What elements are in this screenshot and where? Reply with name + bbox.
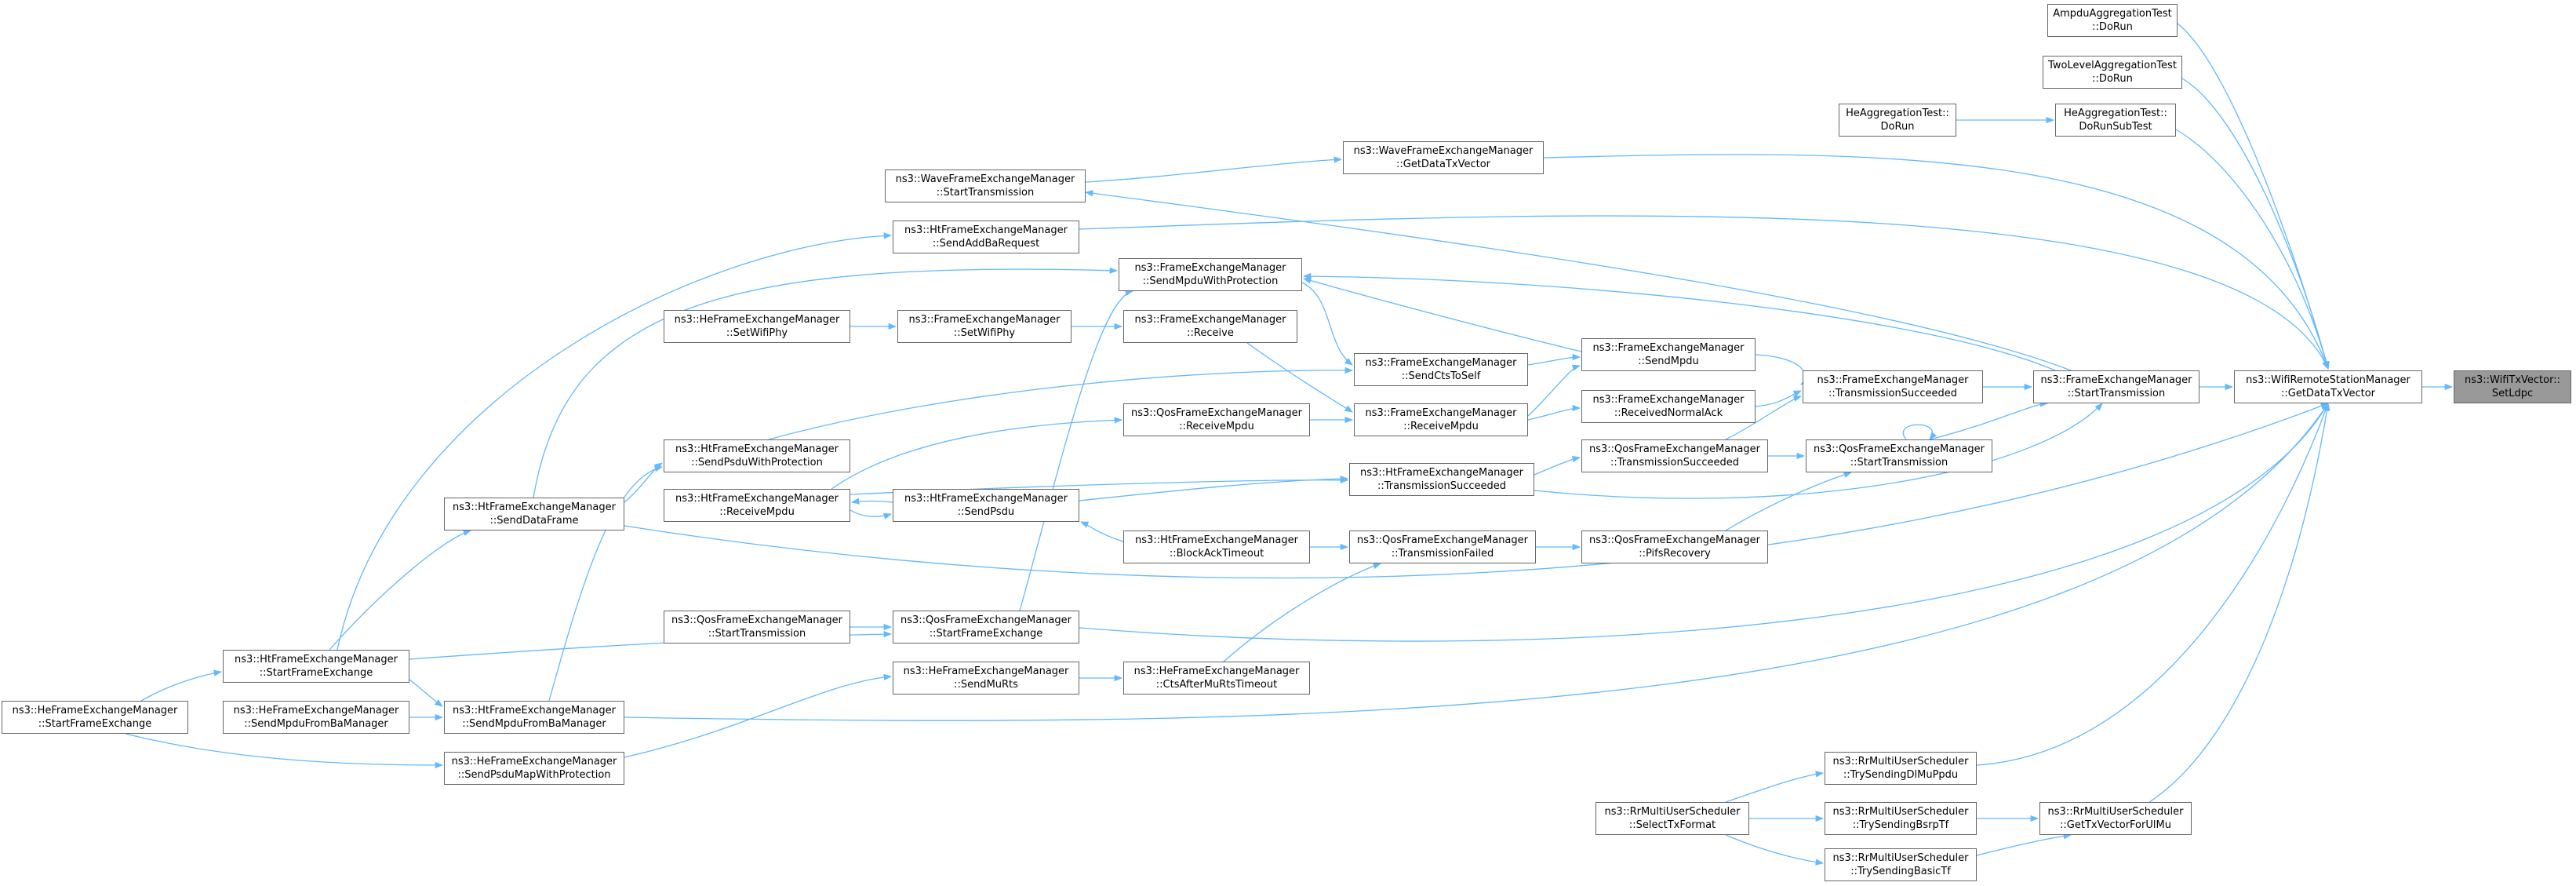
node-he-fem-send-mpdu-from-ba-manager[interactable]: ns3::HeFrameExchangeManager::SendMpduFro… [223, 701, 409, 734]
edge-qos_starttx-to-qos_starttx [1903, 424, 1937, 440]
node-rr-mus-try-sending-bsrp-tf[interactable]: ns3::RrMultiUserScheduler::TrySendingBsr… [1825, 802, 1977, 835]
edge-ht_blockack-to-ht_sendpsdu [1080, 521, 1124, 542]
node-fem-receive[interactable]: ns3::FrameExchangeManager::Receive [1123, 310, 1297, 343]
node-he-fem-send-mu-rts[interactable]: ns3::HeFrameExchangeManager::SendMuRts [893, 662, 1079, 695]
edge-ht_sendmpduba-to-ht_sendpsduprot [548, 465, 664, 702]
node-ht-fem-send-psdu[interactable]: ns3::HtFrameExchangeManager::SendPsdu [893, 489, 1079, 522]
edge-rr_selecttx-to-rr_dlmu [1725, 771, 1825, 803]
edge-ht_senddata-to-ht_sendpsduprot [624, 462, 663, 503]
edge-he_startfe-to-ht_startfe [140, 669, 223, 702]
edge-he_startfe-to-he_sendpsdumap [125, 733, 444, 769]
edge-fem_starttx-to-wave_start [1084, 190, 2072, 371]
edge-ht_txsucc-to-fem_starttx [1534, 403, 2103, 499]
node-he-fem-set-wifi-phy[interactable]: ns3::HeFrameExchangeManager::SetWifiPhy [664, 310, 850, 343]
edge-ht_sendmpduba-to-wrsm_getdata [624, 403, 2329, 721]
edge-wave_getdata-to-wrsm_getdata [1543, 154, 2329, 370]
node-rr-mus-try-sending-basic-tf[interactable]: ns3::RrMultiUserScheduler::TrySendingBas… [1825, 848, 1977, 881]
edge-ht_receivempdu-to-qos_receivempdu [831, 417, 1123, 490]
node-fem-send-mpdu-with-protection[interactable]: ns3::FrameExchangeManager::SendMpduWithP… [1119, 258, 1302, 291]
node-fem-send-cts-to-self[interactable]: ns3::FrameExchangeManager::SendCtsToSelf [1354, 353, 1528, 386]
edge-fem_sendmpduprot-to-fem_sendcts [1301, 282, 1353, 366]
node-rr-mus-select-tx-format[interactable]: ns3::RrMultiUserScheduler::SelectTxForma… [1595, 802, 1749, 835]
node-he-fem-cts-after-mu-rts-timeout[interactable]: ns3::HeFrameExchangeManager::CtsAfterMuR… [1123, 662, 1310, 695]
edge-ht_startfe-to-ht_sendaddba [337, 232, 893, 651]
edge-he_dorunsub-to-wrsm_getdata [2175, 129, 2330, 370]
call-edges [125, 23, 2454, 866]
node-qos-fem-pifs-recovery[interactable]: ns3::QosFrameExchangeManager::PifsRecove… [1581, 531, 1768, 563]
node-ht-fem-start-frame-exchange[interactable]: ns3::HtFrameExchangeManager::StartFrameE… [223, 650, 409, 683]
edge-ht_txsucc-to-qos_txsucc [1534, 455, 1581, 476]
edge-ht_startfe-to-ht_sendmpduba [409, 679, 443, 707]
edge-ht_receivempdu-to-ht_sendpsdu [850, 509, 892, 520]
edge-fem_receivempdu-to-fem_receivedack [1527, 404, 1581, 421]
edge-ht_sendpsdu-to-ht_receivempdu [850, 498, 893, 505]
edge-ht_startfe-to-ht_senddata [329, 530, 471, 651]
node-ht-fem-block-ack-timeout[interactable]: ns3::HtFrameExchangeManager::BlockAckTim… [1123, 531, 1310, 563]
edge-fem_receivedack-to-fem_txsucc [1755, 390, 1802, 407]
node-qos-fem-start-frame-exchange[interactable]: ns3::QosFrameExchangeManager::StartFrame… [893, 611, 1079, 644]
node-wifi-remote-station-manager-get-data-tx-vector[interactable]: ns3::WifiRemoteStationManager::GetDataTx… [2234, 370, 2422, 403]
node-he-fem-start-frame-exchange[interactable]: ns3::HeFrameExchangeManager::StartFrameE… [2, 701, 188, 734]
node-he-aggregation-test-dorunsubtest[interactable]: HeAggregationTest::DoRunSubTest [2055, 104, 2176, 137]
node-fem-set-wifi-phy[interactable]: ns3::FrameExchangeManager::SetWifiPhy [897, 310, 1072, 343]
edge-ampdu-to-wrsm_getdata [2177, 23, 2330, 370]
node-fem-send-mpdu[interactable]: ns3::FrameExchangeManager::SendMpdu [1581, 338, 1756, 371]
node-fem-transmission-succeeded[interactable]: ns3::FrameExchangeManager::TransmissionS… [1803, 370, 1983, 403]
edge-rr_gettxul-to-wrsm_getdata [2148, 402, 2330, 803]
edge-qos_txsucc-to-fem_txsucc [1725, 395, 1802, 440]
edge-fem_sendmpdu-to-fem_txsucc [1755, 354, 1810, 385]
edge-rr_dlmu-to-wrsm_getdata [1976, 403, 2329, 766]
edge-twolevel-to-wrsm_getdata [2181, 78, 2330, 370]
edge-ht_sendpsduprot-to-fem_sendcts [768, 366, 1354, 440]
node-ht-fem-send-mpdu-from-ba-manager[interactable]: ns3::HtFrameExchangeManager::SendMpduFro… [444, 701, 624, 734]
node-ht-fem-receive-mpdu[interactable]: ns3::HtFrameExchangeManager::ReceiveMpdu [664, 489, 850, 522]
node-qos-fem-transmission-failed[interactable]: ns3::QosFrameExchangeManager::Transmissi… [1349, 531, 1536, 563]
edge-rr_basictf-to-rr_gettxul [1976, 833, 2072, 856]
edge-qos_starttx-to-fem_starttx [1929, 400, 2049, 440]
node-ht-fem-send-addba-request[interactable]: ns3::HtFrameExchangeManager::SendAddBaRe… [893, 221, 1079, 253]
edge-rr_selecttx-to-rr_basictf [1725, 834, 1825, 866]
node-fem-start-transmission[interactable]: ns3::FrameExchangeManager::StartTransmis… [2033, 370, 2199, 403]
edge-fem_starttx-to-fem_sendmpduprot [1302, 272, 2056, 371]
edge-ht_sendaddba-to-wrsm_getdata [1079, 215, 2329, 370]
node-qos-fem-start-transmission-2[interactable]: ns3::QosFrameExchangeManager::StartTrans… [664, 611, 850, 644]
edge-he_ctsafter-to-qos_txfailed [1223, 563, 1381, 662]
node-rr-mus-try-sending-dl-mu-ppdu[interactable]: ns3::RrMultiUserScheduler::TrySendingDlM… [1825, 752, 1977, 785]
node-twolevel-aggregation-test-dorun[interactable]: TwoLevelAggregationTest::DoRun [2043, 56, 2182, 89]
node-he-fem-send-psdu-map-with-protection[interactable]: ns3::HeFrameExchangeManager::SendPsduMap… [444, 752, 624, 785]
node-wave-fem-get-data-tx-vector[interactable]: ns3::WaveFrameExchangeManager::GetDataTx… [1343, 141, 1544, 174]
node-ampdu-aggregation-test-dorun[interactable]: AmpduAggregationTest::DoRun [2047, 4, 2178, 37]
edge-fem_sendcts-to-fem_sendmpdu [1527, 353, 1581, 366]
edge-qos_startfe-to-wrsm_getdata [1079, 403, 2329, 642]
node-ht-fem-send-psdu-with-protection[interactable]: ns3::HtFrameExchangeManager::SendPsduWit… [664, 439, 850, 472]
node-ht-fem-send-data-frame[interactable]: ns3::HtFrameExchangeManager::SendDataFra… [444, 498, 624, 531]
edge-fem_sendmpdu-to-fem_sendmpduprot [1302, 277, 1582, 352]
edge-ht_senddata-to-wrsm_getdata [624, 403, 2329, 579]
edge-he_sendpsdumap-to-he_sendmurts [624, 673, 893, 758]
node-wifi-tx-vector-set-ldpc[interactable]: ns3::WifiTxVector::SetLdpc [2454, 370, 2571, 403]
node-wave-fem-start-transmission[interactable]: ns3::WaveFrameExchangeManager::StartTran… [885, 170, 1086, 202]
edge-fem_receivempdu-to-fem_sendmpdu [1527, 364, 1581, 417]
node-qos-fem-receive-mpdu[interactable]: ns3::QosFrameExchangeManager::ReceiveMpd… [1123, 403, 1310, 436]
node-fem-received-normal-ack[interactable]: ns3::FrameExchangeManager::ReceivedNorma… [1581, 390, 1756, 423]
edge-fem_receive-to-fem_receivempdu [1246, 342, 1353, 413]
edge-qos_startfe-to-fem_sendmpduprot [1019, 289, 1134, 611]
node-qos-fem-start-transmission[interactable]: ns3::QosFrameExchangeManager::StartTrans… [1806, 439, 1992, 472]
node-ht-fem-transmission-succeeded[interactable]: ns3::HtFrameExchangeManager::Transmissio… [1349, 463, 1534, 496]
edge-qos_pifs-to-qos_starttx [1725, 471, 1852, 531]
node-fem-receive-mpdu[interactable]: ns3::FrameExchangeManager::ReceiveMpdu [1354, 403, 1528, 436]
edge-wave_start-to-wave_getdata [1085, 156, 1343, 183]
node-qos-fem-transmission-succeeded[interactable]: ns3::QosFrameExchangeManager::Transmissi… [1581, 439, 1768, 472]
node-rr-mus-get-tx-vector-for-ul-mu[interactable]: ns3::RrMultiUserScheduler::GetTxVectorFo… [2039, 802, 2192, 835]
node-he-aggregation-test-dorun[interactable]: HeAggregationTest::DoRun [1839, 104, 1956, 137]
